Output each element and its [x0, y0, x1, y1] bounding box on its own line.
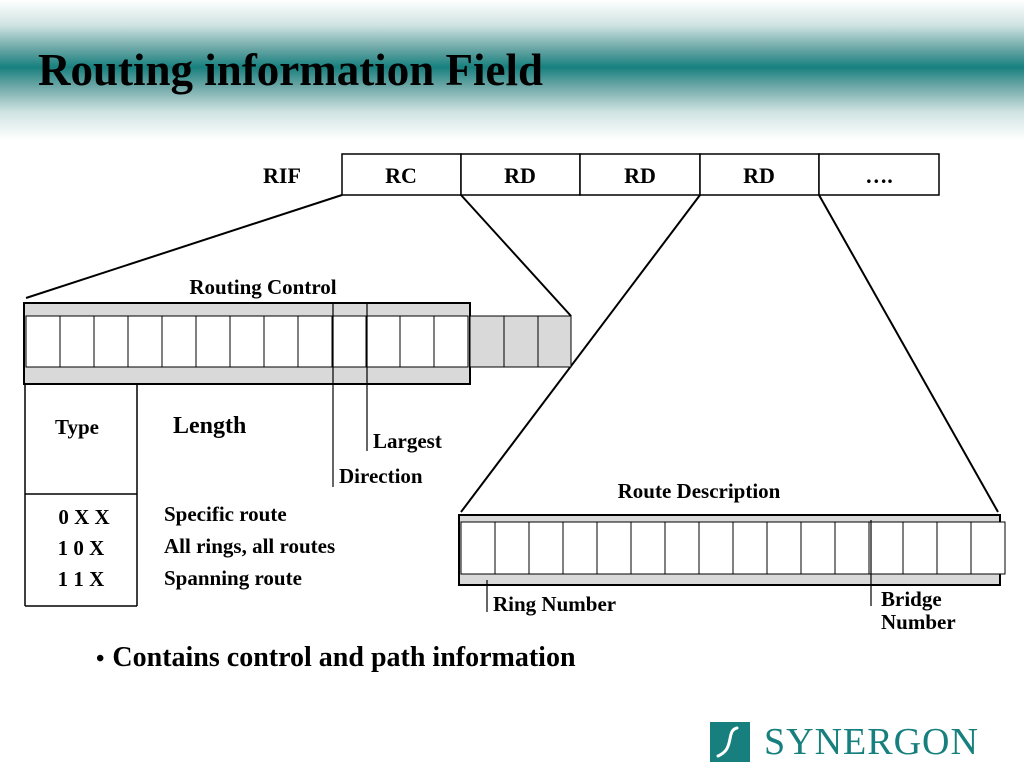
ring-number-label: Ring Number [493, 592, 616, 616]
type-meaning: All rings, all routes [164, 534, 335, 558]
bridge-number-label: Bridge [881, 587, 942, 611]
rif-field-rd-2 [579, 153, 701, 196]
routing-control-heading: Routing Control [189, 275, 336, 299]
type-label: Type [55, 415, 99, 439]
type-meaning: Spanning route [164, 566, 302, 590]
rif-label: RIF [263, 163, 301, 188]
zoom-line-rc-right [460, 194, 572, 317]
bullet-text: Contains control and path information [112, 642, 576, 673]
title-band [0, 0, 1024, 140]
bridge-number-label: Number [881, 610, 956, 634]
rif-field-rd-3 [699, 153, 820, 196]
type-meaning: Specific route [164, 502, 287, 526]
bullet-point: • Contains control and path information [96, 640, 576, 677]
rif-field-label: RC [385, 163, 417, 188]
logo-mark-icon [710, 722, 750, 762]
logo-name: SYNERGON [764, 721, 979, 763]
direction-label: Direction [339, 464, 423, 488]
largest-label: Largest [373, 429, 442, 453]
rif-field-label: RD [624, 163, 656, 188]
route-description-heading: Route Description [618, 479, 781, 503]
route-description-register [458, 514, 1006, 586]
rif-field-label: RD [743, 163, 775, 188]
zoom-line-rc-left [25, 194, 343, 299]
slide-title: Routing information Field [38, 45, 544, 95]
zoom-line-rd-left [460, 194, 701, 513]
type-table [24, 384, 138, 607]
type-code: 1 0 X [58, 536, 105, 560]
zoom-line-rd-right [818, 194, 999, 513]
rif-field-label: …. [865, 163, 893, 188]
routing-control-register [23, 302, 572, 385]
rif-field-more [818, 153, 940, 196]
synergon-logo: SYNERGON [710, 720, 979, 764]
bullet-icon: • [96, 646, 105, 672]
rif-field-rd-1 [460, 153, 581, 196]
rif-field-label: RD [504, 163, 536, 188]
length-label: Length [173, 413, 246, 439]
type-code: 0 X X [58, 505, 109, 529]
type-code: 1 1 X [58, 567, 105, 591]
